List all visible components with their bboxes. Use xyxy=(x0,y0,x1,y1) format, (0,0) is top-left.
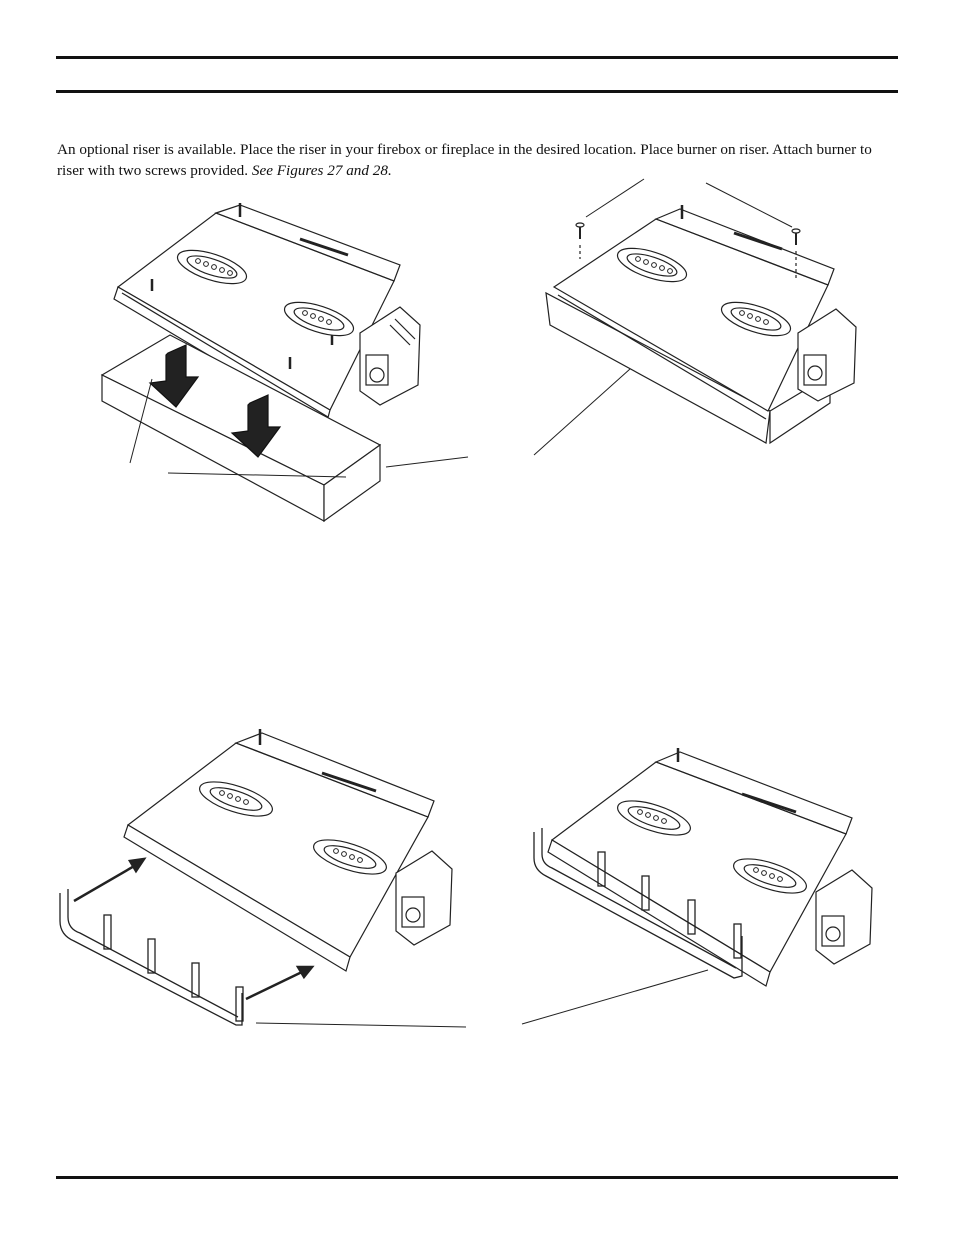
burner-on-riser xyxy=(545,205,857,445)
leader-lines xyxy=(129,378,469,478)
screw-icon xyxy=(575,222,801,279)
burner-assembly xyxy=(123,729,453,972)
gas-valve xyxy=(797,308,857,402)
figure-29-grate-onto-burner xyxy=(56,725,476,1045)
header-rule-top xyxy=(56,56,898,59)
header-rule-bottom xyxy=(56,90,898,93)
down-arrow-icon xyxy=(148,344,282,458)
figure-30-grate-installed xyxy=(520,740,890,1040)
burner-assembly xyxy=(547,748,873,987)
gas-valve xyxy=(359,306,421,406)
log-grate xyxy=(533,828,743,979)
intro-text: An optional riser is available. Place th… xyxy=(57,141,872,179)
figure-reference: See Figures 27 and 28. xyxy=(251,162,392,179)
gas-valve xyxy=(395,850,453,946)
arrow-icon xyxy=(73,857,315,1001)
intro-paragraph: An optional riser is available. Place th… xyxy=(57,139,897,181)
gas-valve xyxy=(815,869,873,965)
leader-lines xyxy=(521,969,709,1025)
figure-28-burner-attached xyxy=(530,175,860,465)
figure-27-burner-onto-riser xyxy=(90,195,480,535)
leader-lines xyxy=(255,1022,467,1028)
footer-rule xyxy=(56,1176,898,1179)
leader-lines xyxy=(533,178,793,456)
log-grate xyxy=(59,889,244,1026)
